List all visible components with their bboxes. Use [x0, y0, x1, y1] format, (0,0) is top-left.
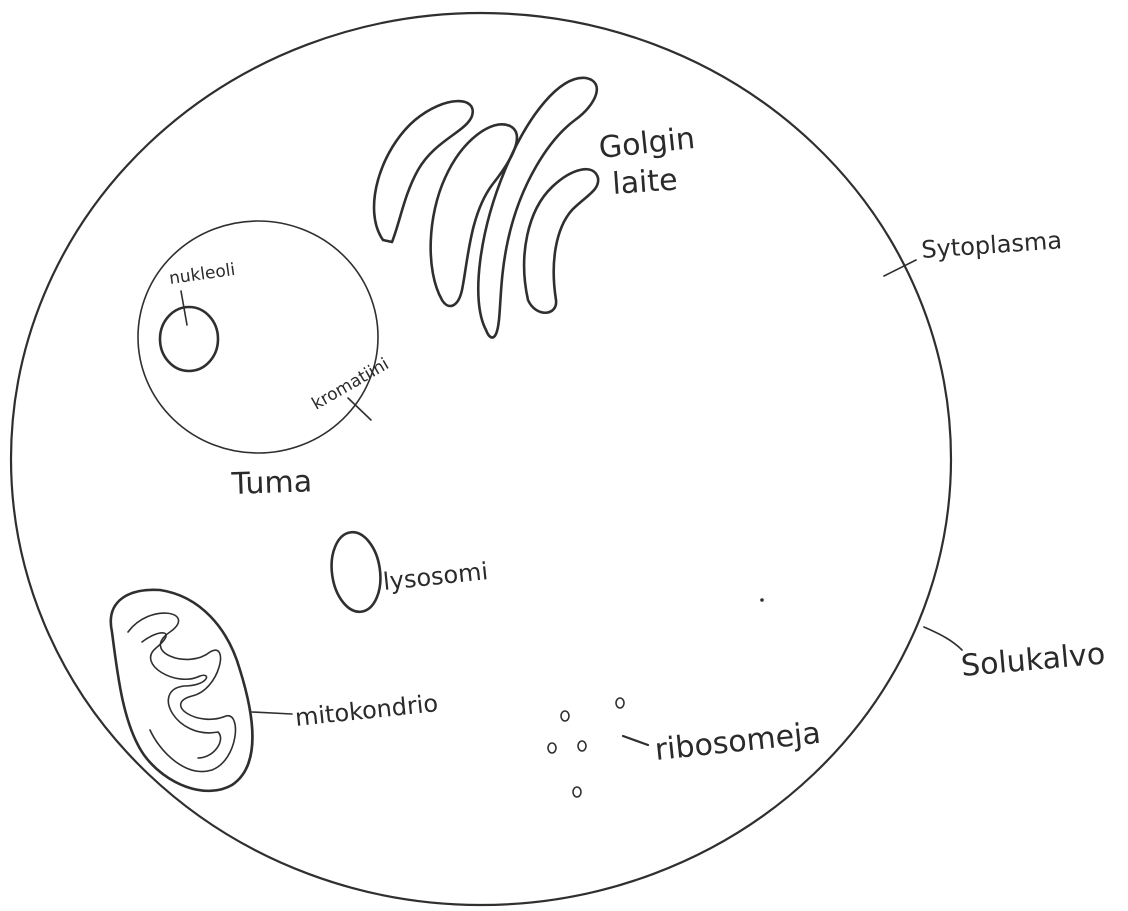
mitokondrio-pointer [252, 712, 292, 714]
nucleolus [160, 307, 218, 371]
label-sytoplasma: Sytoplasma [920, 226, 1062, 264]
label-solukalvo: Solukalvo [960, 637, 1107, 684]
nucleus [138, 221, 378, 453]
label-lysosomi: lysosomi [382, 557, 490, 596]
ribosomes [548, 698, 624, 797]
label-laite: laite [611, 163, 679, 202]
label-ribosomeja: ribosomeja [653, 716, 822, 768]
label-kromatiini: kromatiini [309, 354, 393, 414]
label-mitokondrio: mitokondrio [294, 689, 440, 732]
sytoplasma-pointer [884, 260, 916, 276]
label-golgin: Golgin [597, 121, 696, 166]
label-nukleoli: nukleoli [168, 260, 237, 289]
mitochondrion [111, 590, 253, 791]
golgi-apparatus [374, 78, 598, 338]
solukalvo-pointer [924, 627, 962, 650]
cytoplasm-dot [760, 598, 764, 602]
label-tuma: Tuma [230, 464, 313, 502]
lysosome [327, 529, 386, 615]
ribosomeja-pointer [623, 736, 648, 745]
cell-membrane [11, 13, 951, 905]
